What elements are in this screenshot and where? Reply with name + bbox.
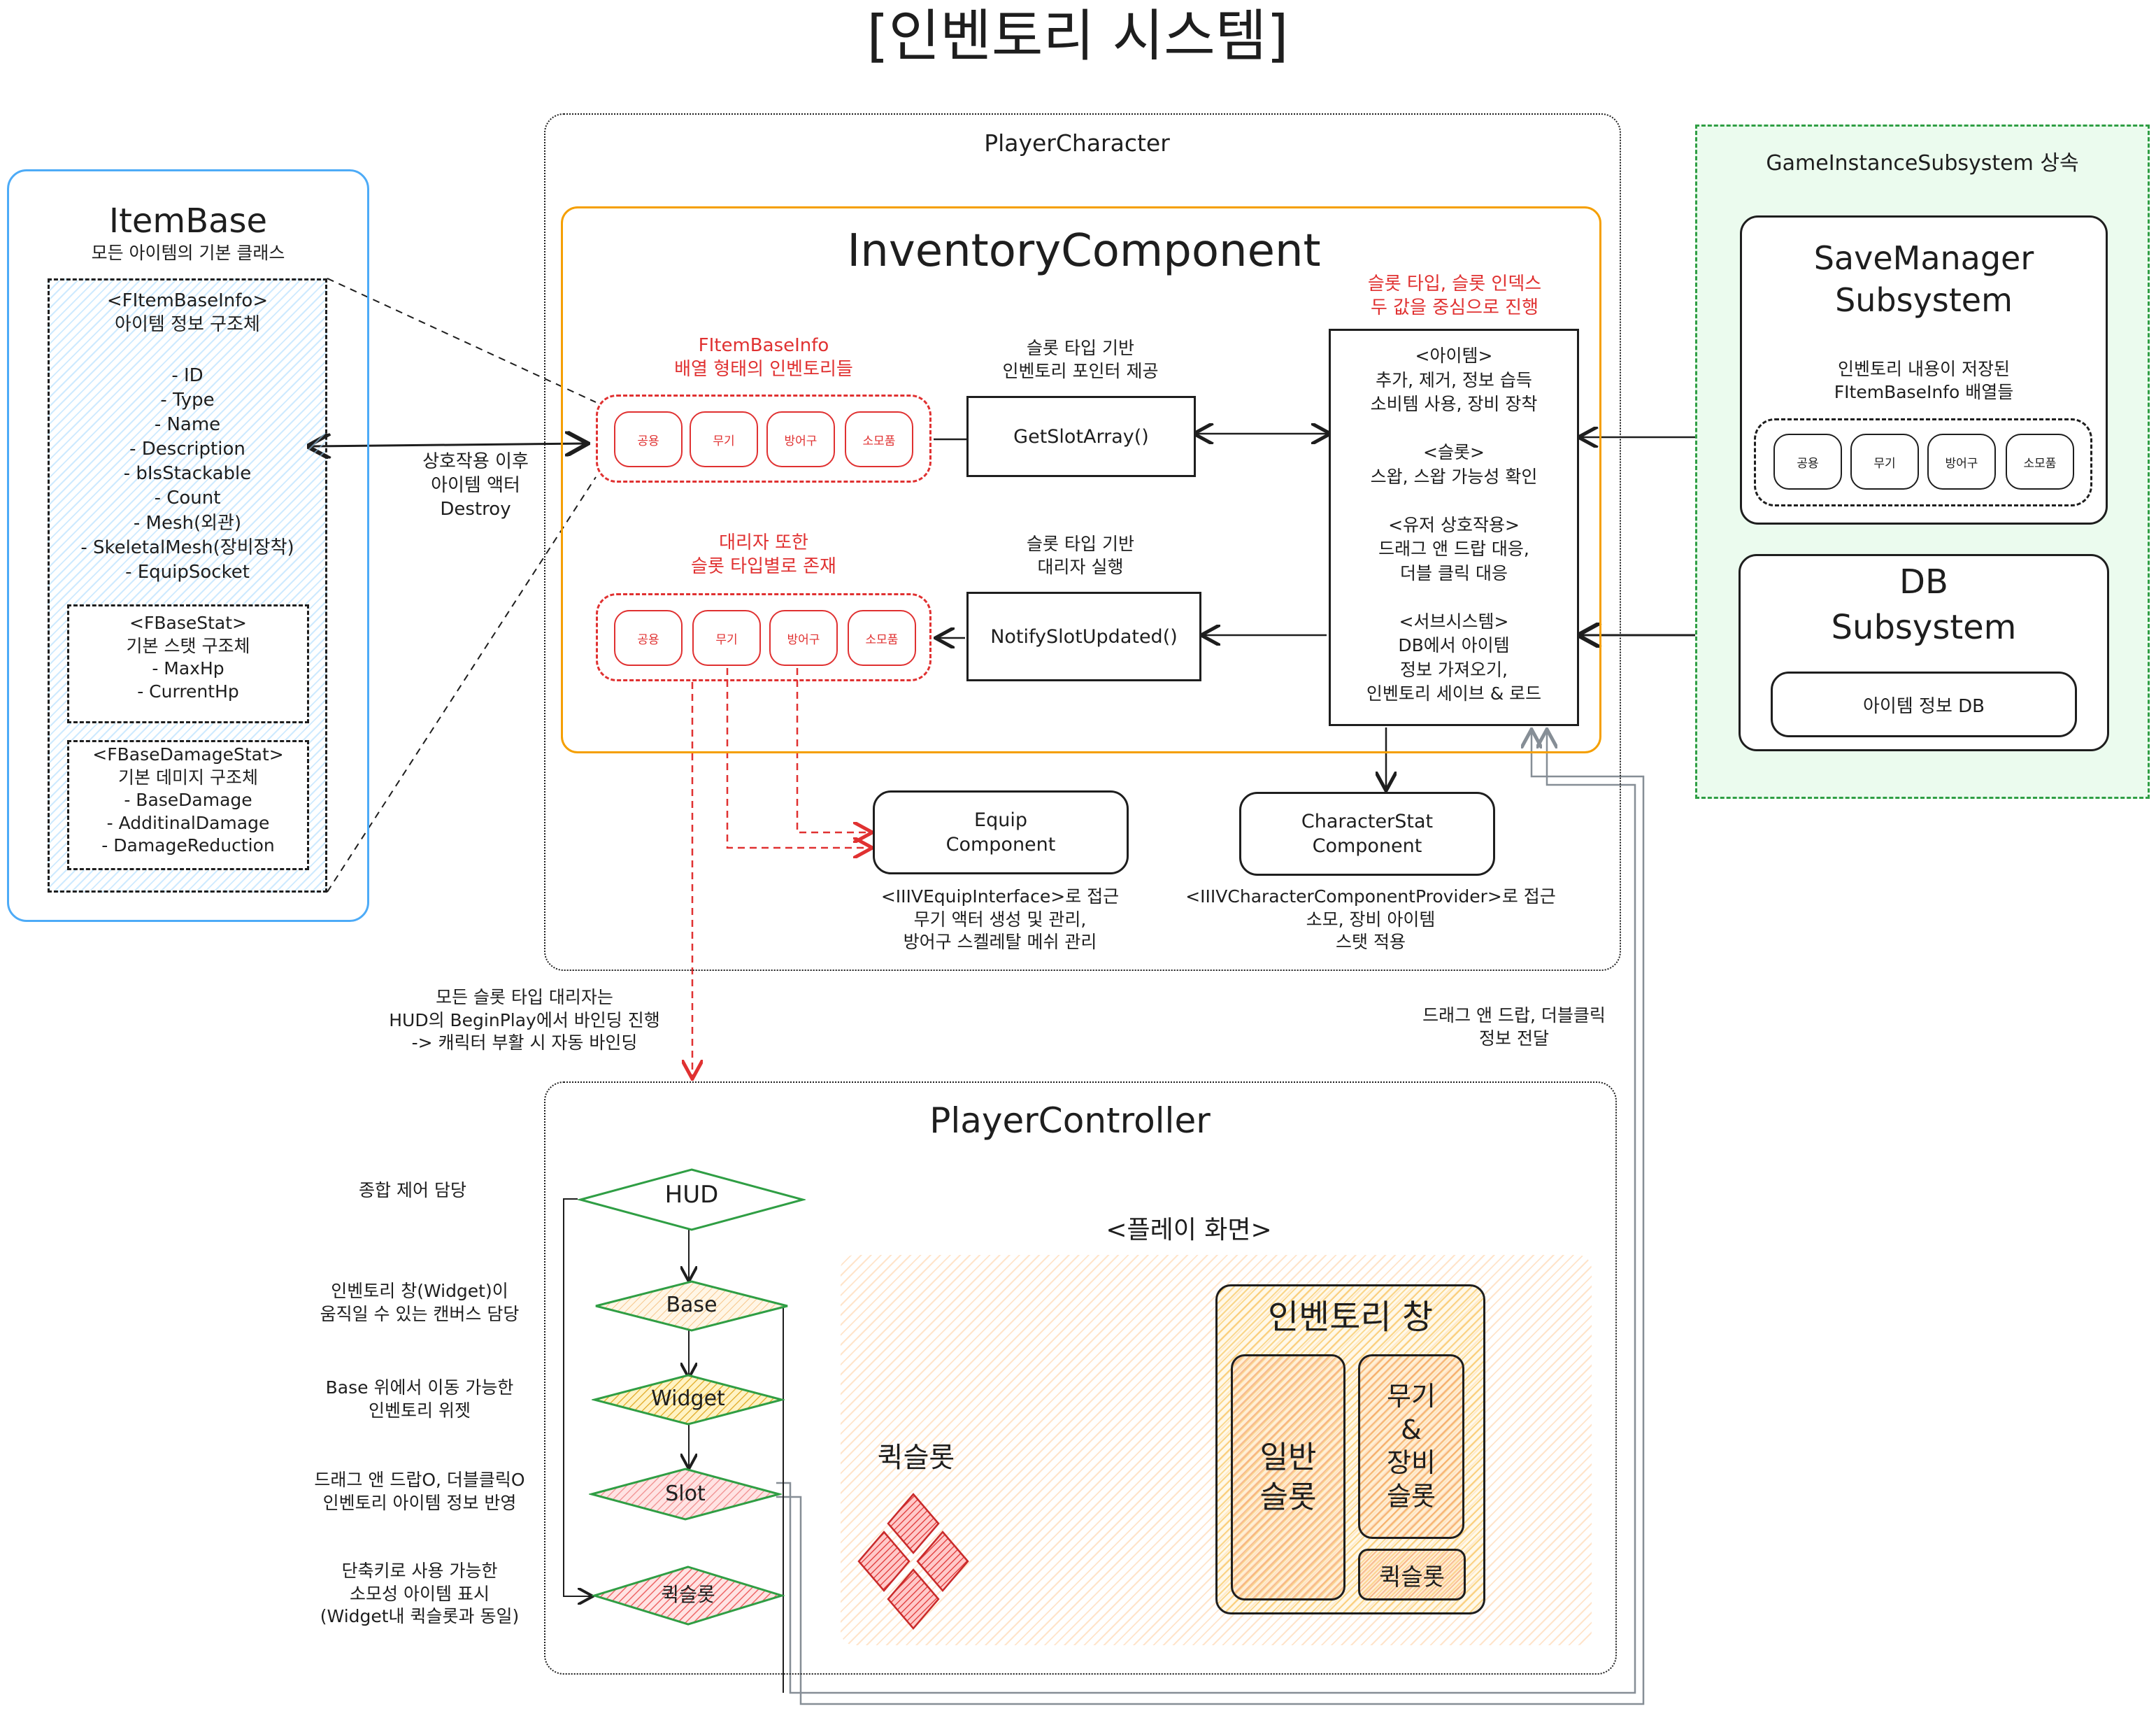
stat-component-label: CharacterStat Component [1301,810,1434,857]
savemanager-desc: 인벤토리 내용이 저장된 FItemBaseInfo 배열들 [1834,359,2014,402]
itembase-panel [7,169,369,922]
delegates-group [596,593,931,681]
item-db-label: 아이템 정보 DB [1863,695,1985,717]
quickslot-title: 퀵슬롯 [877,1442,955,1474]
widget-node-label: Widget [651,1386,725,1411]
item-db-box: 아이템 정보 DB [1771,672,2077,737]
base-node[interactable] [593,1280,790,1332]
game-instance-label: GameInstanceSubsystem 상속 [1766,151,2079,176]
inventory-slot-armor: 방어구 [766,411,835,467]
widget-node[interactable] [592,1374,785,1426]
delegate-binding-note: 모든 슬롯 타입 대리자는 HUD의 BeginPlay에서 바인딩 진행 ->… [389,987,660,1053]
notifyslotupdated-box: NotifySlotUpdated() [966,592,1201,681]
itembase-subtitle: 모든 아이템의 기본 클래스 [91,243,285,263]
player-controller-label: PlayerController [929,1100,1211,1141]
saved-arrays-group [1754,418,2092,506]
delegate-slot-armor: 방어구 [769,610,838,666]
inventory-slot-weapon: 무기 [690,411,758,467]
base-node-label: Base [666,1293,718,1317]
base-stat-struct [67,604,309,723]
stat-component-box: CharacterStat Component [1239,792,1495,876]
equip-component-box: Equip Component [873,790,1129,874]
inventory-slot-consumable: 소모품 [845,411,913,467]
inventory-arrays-group [596,395,931,483]
damage-stat-text: <FBaseDamageStat> 기본 데미지 구조체 - BaseDamag… [92,744,284,856]
quickslot-node[interactable] [592,1566,785,1626]
inventory-component-title: InventoryComponent [847,225,1321,277]
interaction-note: 상호작용 이후 아이템 액터 Destroy [422,451,529,520]
quickslot-node-label: 퀵슬롯 [661,1583,715,1606]
inventory-window-title: 인벤토리 창 [1267,1298,1434,1337]
drag-note: 드래그 앤 드랍, 더블클릭 정보 전달 [1422,1005,1606,1049]
delegate-slot-common: 공용 [614,610,683,666]
notify-note: 슬롯 타입 기반 대리자 실행 [1027,534,1134,577]
notifyslotupdated-label: NotifySlotUpdated() [990,625,1178,648]
play-screen-label: <플레이 화면> [1106,1216,1272,1244]
damage-stat-struct [67,740,309,870]
saved-slot-weapon: 무기 [1850,434,1919,490]
player-character-label: PlayerCharacter [984,129,1170,157]
saved-slot-common: 공용 [1773,434,1842,490]
base-note: 인벤토리 창(Widget)이 움직일 수 있는 캔버스 담당 [320,1281,520,1324]
inventory-slot-common: 공용 [614,411,683,467]
player-controller-panel [544,1081,1617,1675]
inventory-component-panel [561,206,1601,753]
getslot-note: 슬롯 타입 기반 인벤토리 포인터 제공 [1002,338,1159,381]
getslotarray-label: GetSlotArray() [1013,425,1149,448]
db-subsystem-title: DB Subsystem [1831,562,2017,647]
item-info-header: <FItemBaseInfo> 아이템 정보 구조체 [106,290,269,335]
equip-component-label: Equip Component [945,809,1056,856]
saved-slot-consumable: 소모품 [2006,434,2074,490]
general-slot-area[interactable]: 일반 슬롯 [1231,1354,1345,1600]
slot-node[interactable] [589,1468,782,1521]
delegate-slot-weapon: 무기 [692,610,761,666]
stat-component-desc: <IIIVCharacterComponentProvider>로 접근 소모,… [1185,886,1556,952]
page-title: [인벤토리 시스템] [866,3,1289,69]
delegate-slot-consumable: 소모품 [848,610,916,666]
weapon-slot-area[interactable]: 무기 & 장비 슬롯 [1358,1354,1464,1539]
delegate-note: 대리자 또한 슬롯 타입별로 존재 [691,532,836,577]
slot-node-label: Slot [665,1482,706,1506]
inner-quickslot-label: 퀵슬롯 [1379,1563,1445,1591]
hud-node[interactable] [578,1168,806,1231]
weapon-slot-label: 무기 & 장비 슬롯 [1387,1381,1436,1512]
widget-note: Base 위에서 이동 가능한 인벤토리 위젯 [325,1377,514,1421]
inner-quickslot-area[interactable]: 퀵슬롯 [1358,1549,1466,1600]
equip-component-desc: <IIIVEquipInterface>로 접근 무기 액터 생성 및 관리, … [880,886,1120,952]
item-info-fields: - ID - Type - Name - Description - bIsSt… [80,365,294,583]
quickslot-note: 단축키로 사용 가능한 소모성 아이템 표시 (Widget내 퀵슬롯과 동일) [320,1561,520,1626]
player-character-panel [544,113,1621,971]
quickslot-diamonds-icon [857,1493,969,1630]
features-box [1329,329,1579,726]
base-stat-text: <FBaseStat> 기본 스탯 구조체 - MaxHp - CurrentH… [126,613,250,702]
slot-note: 드래그 앤 드랍O, 더블클릭O 인벤토리 아이템 정보 반영 [314,1470,525,1513]
hud-note: 종합 제어 담당 [359,1180,466,1200]
saved-slot-armor: 방어구 [1927,434,1996,490]
features-text: <아이템> 추가, 제거, 정보 습득 소비템 사용, 장비 장착 <슬롯> 스… [1366,346,1542,704]
getslotarray-box: GetSlotArray() [966,396,1196,477]
savemanager-title: SaveManager Subsystem [1813,239,2034,319]
array-note: FItemBaseInfo 배열 형태의 인벤토리들 [674,335,853,380]
center-note: 슬롯 타입, 슬롯 인덱스 두 값을 중심으로 진행 [1367,274,1542,318]
general-slot-label: 일반 슬롯 [1259,1439,1317,1515]
hud-node-label: HUD [664,1181,719,1209]
itembase-title: ItemBase [108,201,268,241]
